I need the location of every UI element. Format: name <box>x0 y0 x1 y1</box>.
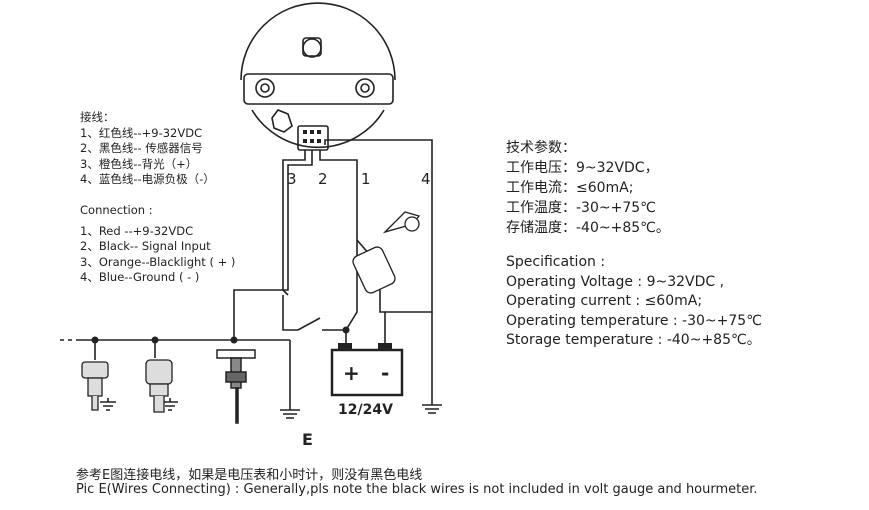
battery-plus: + <box>343 361 360 385</box>
battery-icon <box>330 343 404 397</box>
wire-number-3: 3 <box>287 170 297 188</box>
ground-icon <box>100 398 442 419</box>
spec-cn: 技术参数： 工作电压：9~32VDC， 工作电流：≤60mA; 工作温度：-30… <box>506 138 670 238</box>
junction-dots <box>91 326 350 344</box>
spec-cn-item: 工作温度：-30~+75℃ <box>506 200 656 216</box>
spec-en-item: Operating temperature : -30~+75℃ <box>506 312 762 329</box>
connection-en-item: 2、Black-- Signal Input <box>80 239 211 253</box>
spec-en-item: Operating Voltage : 9~32VDC , <box>506 273 725 290</box>
temperature-sensor-icon <box>145 359 173 413</box>
wires <box>60 139 433 405</box>
sender-rod-icon <box>216 349 256 424</box>
connection-cn-item: 3、橙色线--背光（+） <box>80 156 198 171</box>
spec-cn-item: 工作电流：≤60mA; <box>506 180 634 196</box>
connection-cn-item: 2、黑色线-- 传感器信号 <box>80 141 203 155</box>
footer-en: Pic E(Wires Connecting) : Generally,pls … <box>76 482 758 497</box>
spec-cn-item: 工作电压：9~32VDC， <box>506 160 659 176</box>
spec-cn-item: 存储温度：-40~+85℃。 <box>506 220 670 236</box>
connection-cn-item: 4、蓝色线--电源负极（-） <box>80 172 215 186</box>
connection-en-item: 1、Red --+9-32VDC <box>80 223 194 238</box>
ground-label: E <box>302 430 313 449</box>
spec-en: Specification : Operating Voltage : 9~32… <box>506 253 762 351</box>
battery-voltage-label: 12/24V <box>338 402 393 418</box>
connection-cn-title: 接线： <box>80 110 115 124</box>
connection-en-item: 3、Orange--Blacklight ( + ) <box>80 254 236 269</box>
battery-minus: - <box>381 361 389 385</box>
spec-en-item: Storage temperature : -40~+85℃。 <box>506 332 761 348</box>
wire-number-4: 4 <box>421 170 431 188</box>
footer-cn: 参考E图连接电线，如果是电压表和小时计，则没有黑色电线 <box>76 468 423 483</box>
connection-cn: 接线： 1、红色线--+9-32VDC 2、黑色线-- 传感器信号 3、橙色线-… <box>80 110 215 188</box>
spec-cn-title: 技术参数： <box>506 140 576 156</box>
connection-en-item: 4、Blue--Ground ( - ) <box>80 270 200 284</box>
ignition-switch-icon <box>352 211 421 294</box>
connection-en: Connection : 1、Red --+9-32VDC 2、Black-- … <box>80 203 235 286</box>
pressure-sensor-icon <box>81 361 109 411</box>
wire-number-2: 2 <box>318 170 328 188</box>
connection-cn-item: 1、红色线--+9-32VDC <box>80 125 203 140</box>
spec-en-item: Operating current : ≤60mA; <box>506 293 703 309</box>
connection-en-title: Connection : <box>80 203 153 217</box>
wire-number-1: 1 <box>361 170 371 188</box>
gauge <box>240 2 396 151</box>
spec-en-title: Specification : <box>506 254 606 270</box>
